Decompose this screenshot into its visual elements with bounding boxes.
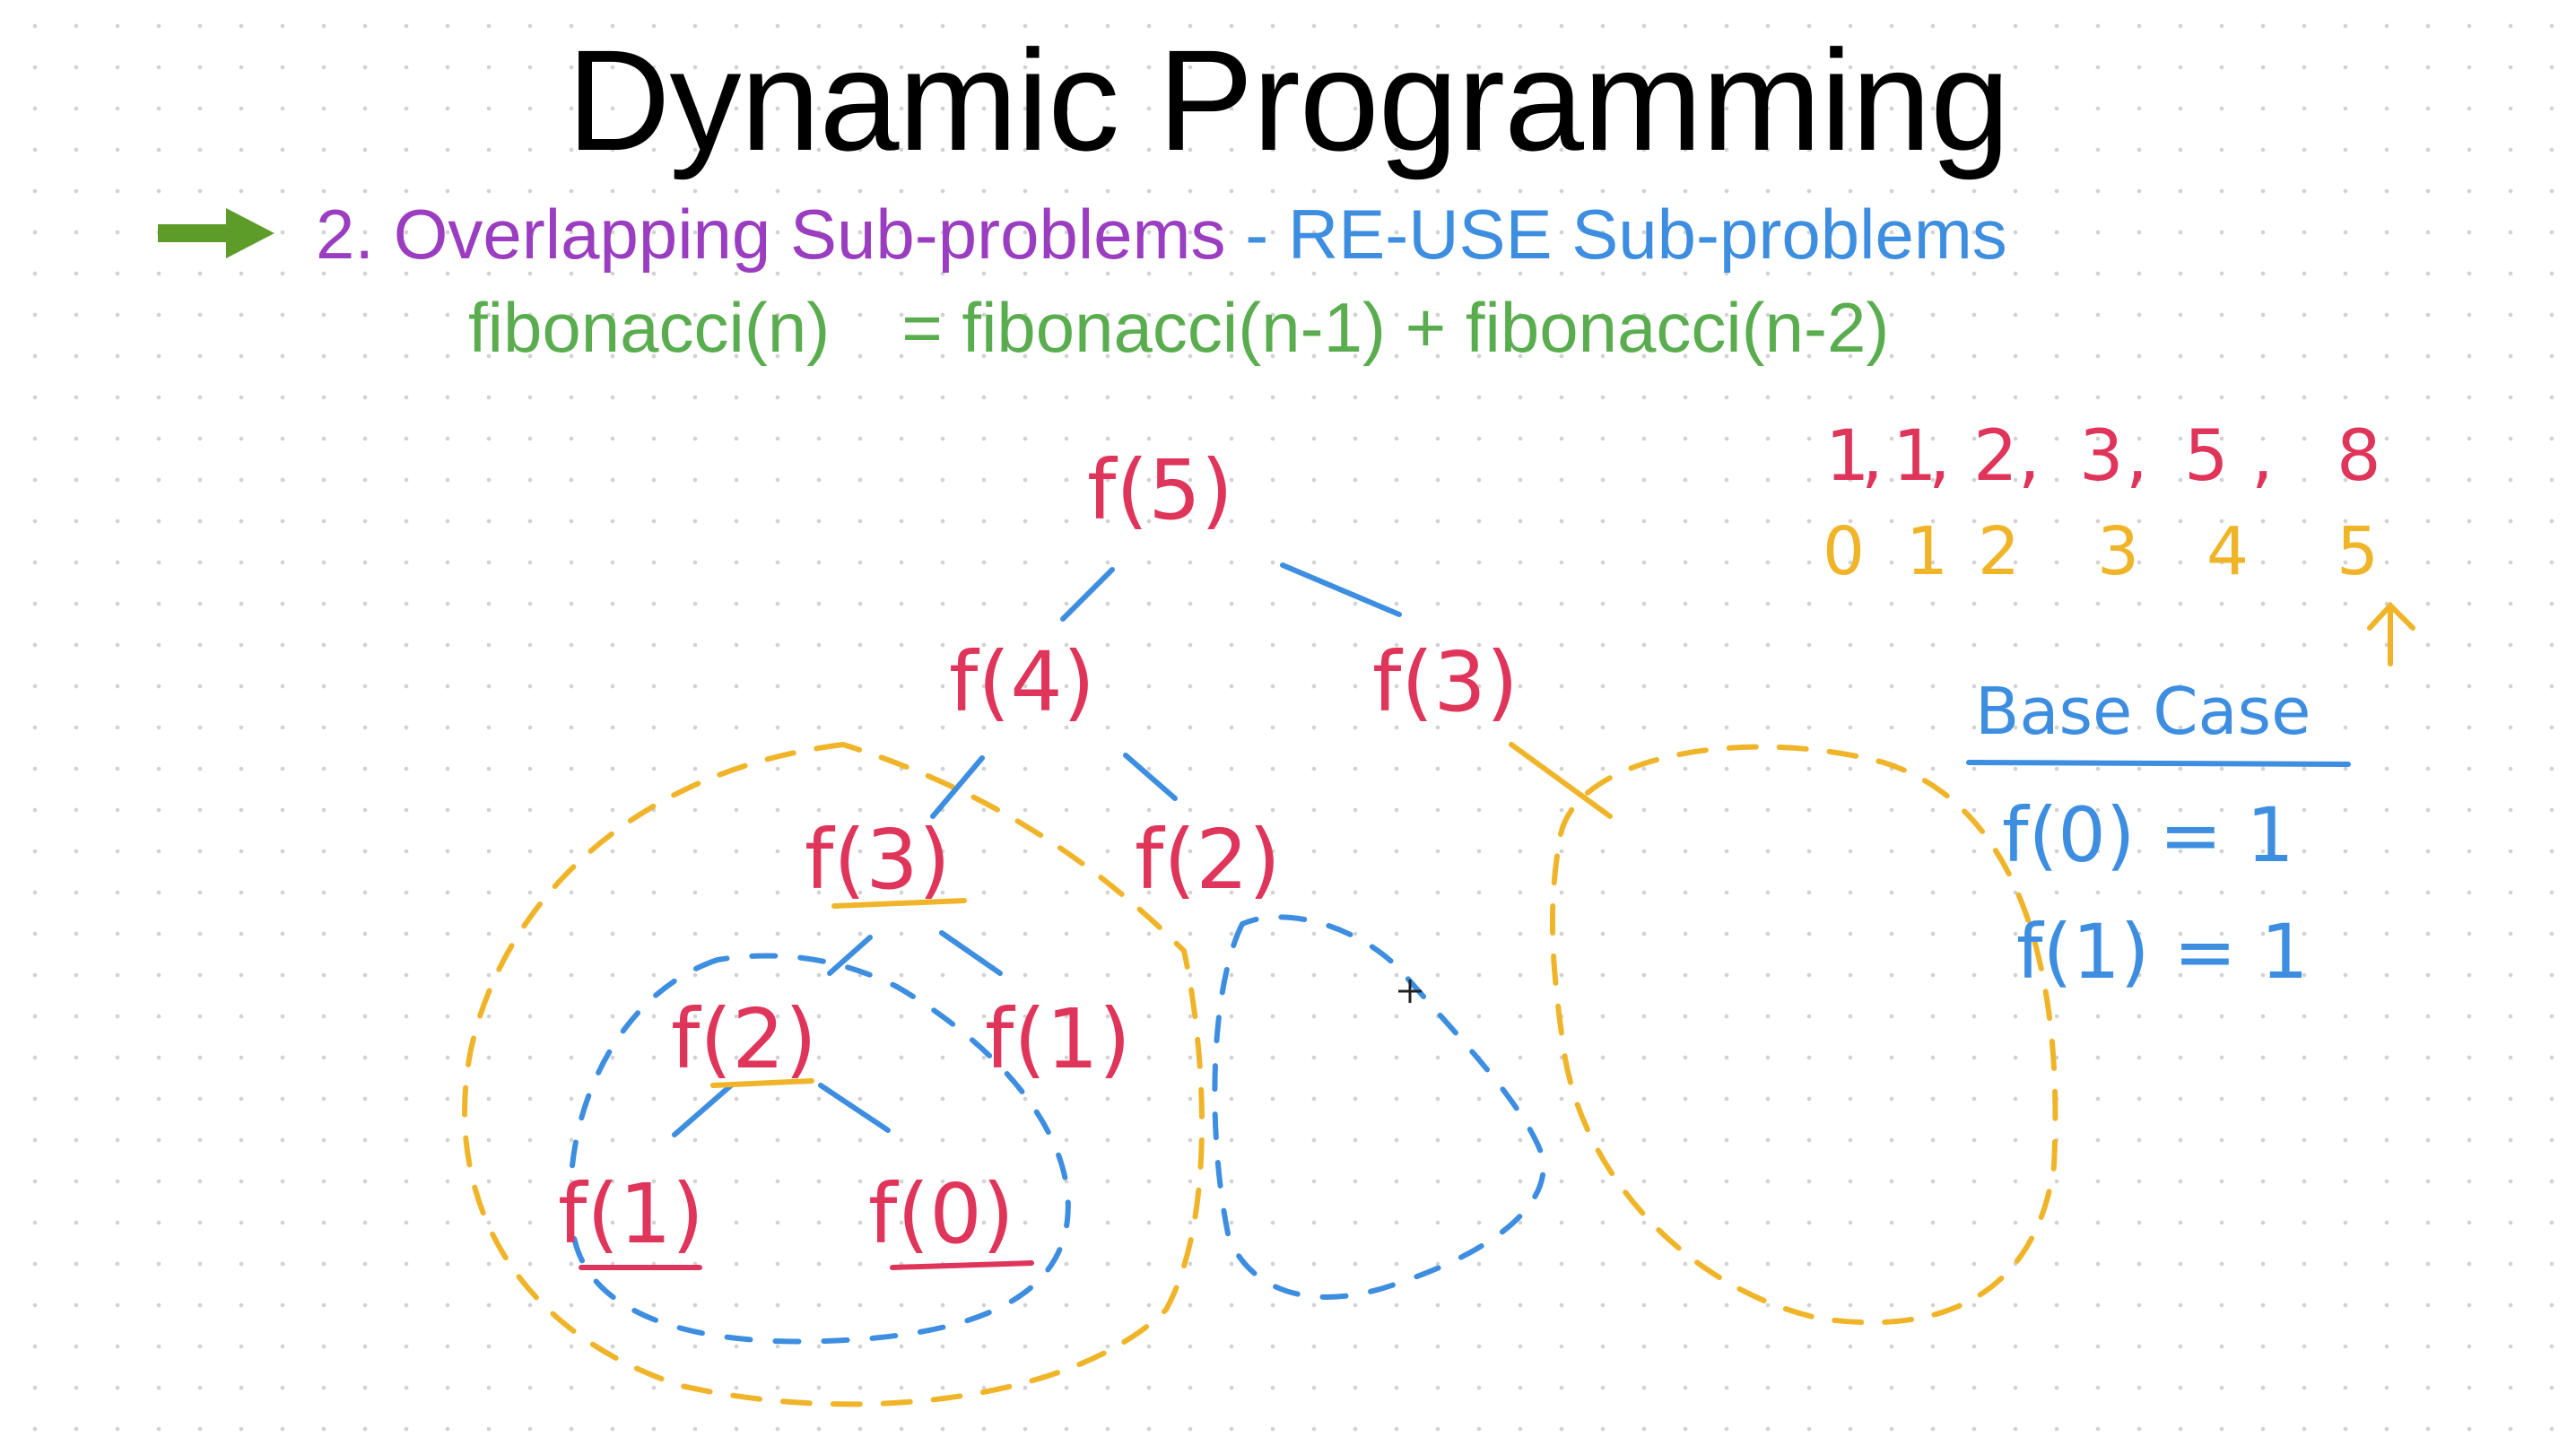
sequence-separator: , [1861,416,1884,497]
orange-dashed-groupings [462,741,2058,1407]
sequence-index: 3 [2097,513,2139,590]
sequence-value: 2 [1973,416,2018,497]
sequence-value: 8 [2337,416,2381,497]
tree-node: f(0) [868,1166,1014,1262]
green-arrow-icon [158,208,274,258]
sequence-value: 5 [2184,416,2229,497]
formula-rhs: = fibonacci(n-1) + fibonacci(n-2) [901,288,1890,367]
formula-lhs: fibonacci(n) [468,288,831,367]
base-case-title: Base Case [1975,674,2311,749]
slide-title: Dynamic Programming [566,20,2010,180]
sequence-value: 1 [1825,416,1870,497]
sequence-index: 2 [1978,513,2020,590]
tree-node: f(2) [1135,812,1281,908]
base-case-line: f(0) = 1 [2002,791,2294,879]
tree-node: f(1) [558,1166,704,1262]
fib-sequence-values: 1 , 1 , 2 , 3 , 5 , 8 [1825,416,2381,497]
tree-edge-orange [1509,742,1613,819]
fibonacci-formula: fibonacci(n) = fibonacci(n-1) + fibonacci… [468,287,1889,369]
sequence-separator: , [2251,416,2274,497]
sequence-index: 5 [2337,513,2379,590]
tree-edges [672,562,1402,1137]
cursor-crosshair-icon [1398,980,1422,1003]
sequence-index: 4 [2206,513,2249,590]
tree-node: f(3) [1372,634,1519,730]
base-case: Base Case f(0) = 1 f(1) = 1 [1966,674,2351,996]
sequence-value: 1 [1893,416,1937,497]
tree-node: f(3) [805,812,951,908]
node-underlines [579,898,1034,1270]
fib-sequence-indices: 0 1 2 3 4 5 [1823,513,2379,590]
sequence-index: 1 [1906,513,1948,590]
sequence-separator: , [1928,416,1951,497]
sequence-index: 0 [1823,513,1865,590]
subheading: 2. Overlapping Sub-problems - RE-USE Sub… [316,194,2007,275]
tree-node: f(1) [985,991,1131,1087]
tree-node: f(5) [1087,442,1233,538]
point-label: 2. Overlapping Sub-problems [316,195,1226,274]
base-case-line: f(1) = 1 [2016,908,2309,996]
blue-dashed-groupings [568,914,1546,1345]
sequence-separator: , [2126,416,2148,497]
sequence-separator: , [2018,416,2041,497]
sequence-value: 3 [2079,416,2124,497]
up-arrow-icon [2367,601,2415,666]
tree-node: f(2) [671,991,817,1087]
point-note: - RE-USE Sub-problems [1245,195,2007,274]
tree-node: f(4) [949,634,1095,730]
